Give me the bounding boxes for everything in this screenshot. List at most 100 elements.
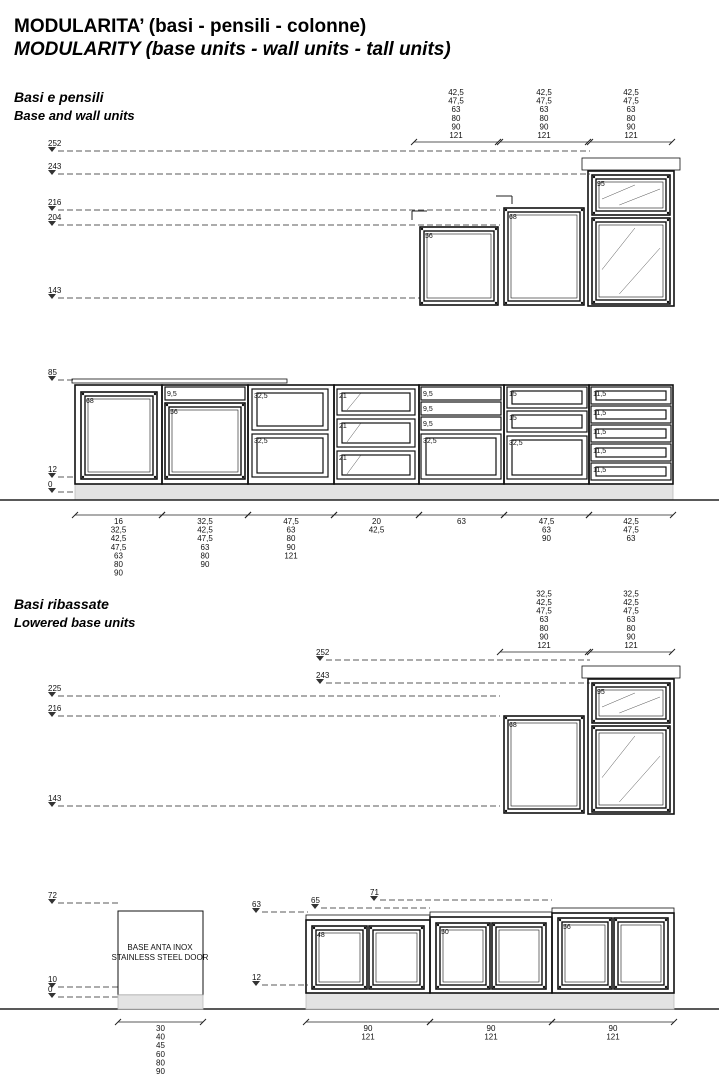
labels-layer: 25224321620414342,547,563809012142,547,5… <box>48 88 639 1076</box>
drawer-panel <box>595 390 667 401</box>
drawer-front <box>506 386 588 409</box>
width-tick <box>302 1018 310 1026</box>
door-label: 68 <box>509 214 517 221</box>
door-screw <box>666 211 670 215</box>
level-marker <box>48 899 56 904</box>
base-cabinet <box>588 384 674 485</box>
drawer-front <box>336 388 416 416</box>
door-outer <box>591 725 671 813</box>
door-panel <box>375 932 418 983</box>
level-marker <box>316 679 324 684</box>
base-width-value: 80 <box>287 534 296 543</box>
drawer-panel <box>595 466 667 477</box>
plinth <box>74 483 674 501</box>
base-width-value: 42,5 <box>623 517 639 526</box>
door-panel <box>318 932 361 983</box>
inox-width-value: 45 <box>156 1041 165 1050</box>
section1-title-en: Base and wall units <box>14 108 135 123</box>
drawer-label: 32,5 <box>254 393 268 400</box>
door-screw <box>666 218 670 222</box>
wall-width-value: 47,5 <box>536 97 552 106</box>
door-frame <box>595 686 667 720</box>
units-layer <box>0 157 719 1010</box>
wall-width-value: 42,5 <box>623 598 639 607</box>
door-panel <box>598 689 664 717</box>
door-frame <box>507 719 581 810</box>
width-tick <box>426 1018 434 1026</box>
width-tick <box>158 511 166 519</box>
door-screw <box>363 985 367 989</box>
door-panel <box>620 924 662 983</box>
level-marker <box>48 983 56 988</box>
glass-hatch <box>619 696 661 714</box>
door-screw <box>664 918 668 922</box>
crown-moulding <box>581 157 681 171</box>
door-screw <box>504 809 508 813</box>
wall-width-value: 121 <box>537 131 551 140</box>
width-tick <box>496 138 504 146</box>
drawer-label: 11,5 <box>593 391 606 398</box>
door-outer <box>311 925 368 990</box>
base-width-value: 47,5 <box>623 526 639 535</box>
level-marker <box>48 473 56 478</box>
width-tick <box>410 138 418 146</box>
level-marker <box>252 981 260 986</box>
lowered-plinth <box>305 992 675 1010</box>
wall-level-216: 216 <box>48 198 62 207</box>
door-label: 56 <box>563 924 571 931</box>
door-outer <box>80 391 158 480</box>
door-screw <box>592 175 596 179</box>
door-label: 68 <box>509 722 517 729</box>
drawer-panel <box>511 439 583 476</box>
door-screw <box>420 926 424 930</box>
door-screw <box>153 475 157 479</box>
door-screw <box>542 923 546 927</box>
door-outer <box>591 174 671 216</box>
drawer-panel <box>341 392 411 412</box>
crown-moulding <box>581 665 681 679</box>
glass-hatch <box>601 735 636 778</box>
wall-width-value: 42,5 <box>623 88 639 97</box>
base-width-value: 90 <box>542 534 551 543</box>
wall-width-value: 90 <box>540 122 549 131</box>
wall-width-value: 121 <box>624 641 638 650</box>
wall-width-value: 90 <box>627 122 636 131</box>
level-marker <box>252 908 260 913</box>
door-screw <box>592 719 596 723</box>
door-screw <box>165 475 169 479</box>
base-width-value: 47,5 <box>111 543 127 552</box>
wall-width-value: 47,5 <box>623 607 639 616</box>
base-width-value: 32,5 <box>197 517 213 526</box>
wall-width-value: 32,5 <box>623 589 639 598</box>
width-tick <box>670 1018 678 1026</box>
base-width-value: 63 <box>201 543 210 552</box>
drawer-label: 21 <box>339 423 347 430</box>
guide-lines-layer <box>48 138 678 1026</box>
drawer-front <box>506 435 588 480</box>
wall-width-value: 80 <box>627 624 636 633</box>
door-panel <box>598 224 664 298</box>
inox-level-10: 10 <box>48 975 57 984</box>
lowered-wall-level-252: 252 <box>316 648 330 657</box>
level-marker <box>48 206 56 211</box>
door-screw <box>580 809 584 813</box>
door-outer <box>613 917 669 990</box>
base-width-value: 47,5 <box>539 517 555 526</box>
drawer-label: 9,5 <box>167 391 177 398</box>
level-marker <box>316 656 324 661</box>
base-level-12: 12 <box>48 465 57 474</box>
door-screw <box>420 301 424 305</box>
level-marker <box>48 802 56 807</box>
drawer-panel <box>511 414 583 429</box>
door-frame <box>595 178 667 212</box>
width-tick <box>584 138 592 146</box>
door-frame <box>439 926 487 986</box>
base-width-value: 63 <box>457 517 466 526</box>
drawer-panel <box>425 437 497 476</box>
drawer-panel <box>256 392 324 427</box>
width-tick <box>71 511 79 519</box>
drawer-front <box>251 388 329 431</box>
door-screw <box>363 926 367 930</box>
door-screw <box>494 301 498 305</box>
drawer-front <box>420 386 502 401</box>
